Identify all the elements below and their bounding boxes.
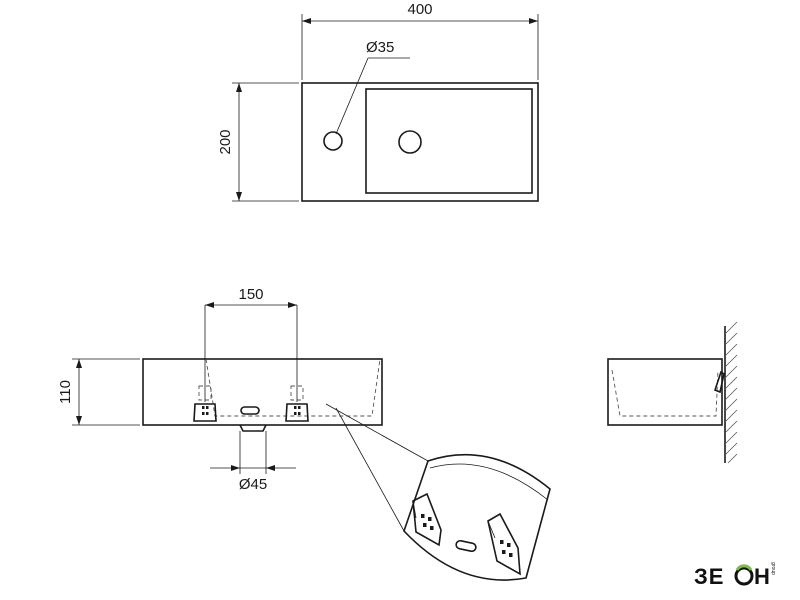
side-bracket <box>714 370 725 394</box>
logo-accent-arc <box>735 564 753 571</box>
bowl-hidden-line-side <box>611 369 719 417</box>
detail-view <box>403 453 551 581</box>
basin-outline-side <box>607 358 723 426</box>
drain-hole-top <box>398 130 422 154</box>
basin-outline-front <box>142 358 383 426</box>
side-view <box>607 321 738 464</box>
front-view: 150 110 Ø45 <box>57 286 383 493</box>
logo-subtext: group <box>770 562 776 575</box>
basin-outline-top <box>301 82 539 202</box>
top-view: 400 200 Ø35 <box>217 1 539 202</box>
dim-tap-hole: Ø35 <box>366 39 394 56</box>
tap-hole-top <box>323 131 343 151</box>
detail-callout <box>325 403 551 581</box>
dim-front-height: 110 <box>57 380 74 404</box>
dim-top-depth: 200 <box>217 129 234 154</box>
logo-o-mark <box>734 566 754 586</box>
bowl-outline-top <box>365 88 533 194</box>
drain-outlet-front <box>239 424 267 432</box>
wall-hatching <box>724 321 738 464</box>
logo-text-left: ЗЕ <box>694 564 724 589</box>
dim-top-width: 400 <box>407 1 432 18</box>
bowl-hidden-line <box>205 358 381 417</box>
dim-bracket-spacing: 150 <box>238 286 263 303</box>
overflow-slot <box>240 406 260 415</box>
brand-logo: ЗЕ Н group <box>694 562 776 589</box>
dim-drain: Ø45 <box>239 476 267 493</box>
logo-text-right: Н <box>754 564 771 589</box>
